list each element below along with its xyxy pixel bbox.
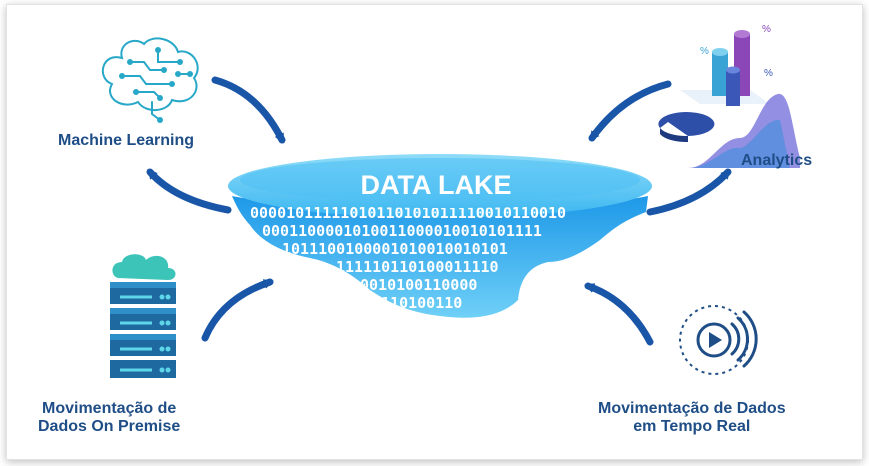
arrow-lake-to-analytics <box>646 168 732 216</box>
analytics-label: Analytics <box>741 152 813 169</box>
percent-mark: % <box>762 24 771 35</box>
arrow-onpremise-to-lake <box>201 278 274 342</box>
binary-line: 0001100001010011000010010101111 <box>262 222 542 240</box>
real-time-label: Movimentação de Dados em Tempo Real <box>598 400 786 436</box>
binary-line: 111110110100011110 <box>336 258 499 276</box>
circuit-brain-icon <box>102 37 199 123</box>
arrow-ml-to-lake <box>211 76 286 144</box>
server-stack-icon <box>110 254 176 378</box>
machine-learning-label: Machine Learning <box>58 132 195 149</box>
streaming-play-icon <box>679 305 758 375</box>
percent-mark: % <box>764 68 773 79</box>
real-time-label-line1: Movimentação de Dados <box>598 400 786 417</box>
analytics-chart-icon: % % % <box>658 24 800 168</box>
binary-line: 00001011111010110101011110010110010 <box>250 204 566 222</box>
binary-line: 0010100110000 <box>360 276 477 294</box>
arrow-realtime-to-lake <box>584 282 654 346</box>
binary-line: 1011100100001010010010101 <box>282 240 508 258</box>
arrow-lake-to-ml <box>146 168 232 214</box>
arrow-analytics-to-lake <box>588 80 672 142</box>
on-premise-label-line2: Dados On Premise <box>38 418 181 435</box>
on-premise-label-line1: Movimentação de <box>42 400 177 417</box>
real-time-label-line2: em Tempo Real <box>633 418 751 435</box>
percent-mark: % <box>700 46 709 57</box>
data-lake-title: DATA LAKE <box>361 170 512 200</box>
on-premise-label: Movimentação de Dados On Premise <box>38 400 180 436</box>
